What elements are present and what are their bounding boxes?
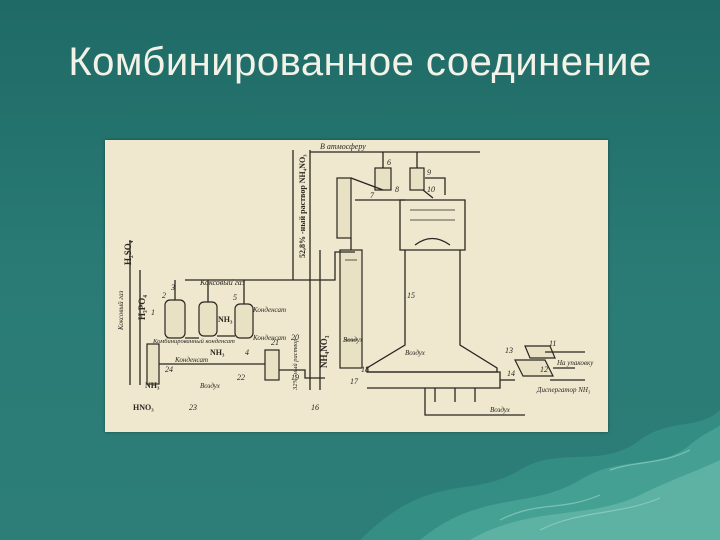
process-flow-diagram: В атмосферу 52,8% -ный раствор NH₄NO₃ H₂… — [105, 140, 608, 432]
label-h2so4: H₂SO₄ — [123, 240, 133, 265]
equipment-number: 10 — [427, 185, 435, 194]
neutralizers — [129, 150, 355, 390]
label-condensate-2: Конденсат — [252, 334, 286, 342]
label-nh3-left: NH₃ — [145, 381, 160, 390]
label-condensate-1: Конденсат — [252, 306, 286, 314]
label-nitrate-solution: 52,8% -ный раствор NH₄NO₃ — [298, 154, 307, 258]
equipment-number: 1 — [151, 308, 155, 317]
equipment-number: 24 — [165, 365, 173, 374]
equipment-number: 19 — [291, 373, 299, 382]
label-air-bottom: Воздух — [490, 406, 511, 414]
prilling-tower — [366, 199, 498, 373]
equipment-number: 12 — [540, 365, 548, 374]
label-coke-gas-top: Коксовый газ — [199, 278, 245, 287]
equipment-number: 9 — [427, 168, 431, 177]
equipment-number: 14 — [507, 369, 515, 378]
equipment-number: 11 — [549, 339, 556, 348]
label-nh3-low: NH₃ — [210, 348, 225, 357]
label-condensate-3: Конденсат — [174, 356, 208, 364]
label-nh3-mid: NH₃ — [218, 315, 233, 324]
equipment-number: 6 — [387, 158, 391, 167]
label-combined-condensate: Комбинированный конденсат — [152, 338, 235, 345]
equipment-number: 18 — [361, 365, 369, 374]
equipment-number: 3 — [170, 283, 175, 292]
equipment-number: 4 — [245, 348, 249, 357]
equipment-number: 16 — [311, 403, 319, 412]
equipment-number: 17 — [350, 377, 359, 386]
label-nh4no3: NH₄NO₃ — [319, 335, 329, 368]
equipment-number: 13 — [505, 346, 513, 355]
label-air-column: Воздух — [343, 336, 364, 344]
label-coke-gas-left: Коксовый газ — [117, 290, 125, 331]
equipment-number: 5 — [233, 293, 237, 302]
conveyor-section — [367, 345, 585, 416]
equipment-number: 22 — [237, 373, 245, 382]
equipment-number: 20 — [291, 333, 299, 342]
evaporator-column — [336, 177, 363, 369]
label-air-right: Воздух — [405, 349, 426, 357]
label-solution: 32% -ный раствор — [292, 338, 299, 391]
equipment-number: 7 — [370, 191, 375, 200]
label-hno3: HNO₃ — [133, 403, 154, 412]
slide-title: Комбинированное соединение — [68, 40, 652, 84]
label-to-atmosphere: В атмосферу — [320, 142, 366, 151]
label-h3po4: H₃PO₄ — [137, 295, 147, 320]
equipment-number: 23 — [189, 403, 197, 412]
equipment-number: 15 — [407, 291, 415, 300]
label-to-packaging: На упаковку — [556, 359, 594, 367]
equipment-number: 2 — [162, 291, 166, 300]
equipment-number: 8 — [395, 185, 399, 194]
label-air-left: Воздух — [200, 382, 221, 390]
label-dispersant: Диспергатор NH₃ — [536, 386, 591, 394]
top-separators — [310, 151, 480, 201]
equipment-number: 21 — [271, 338, 279, 347]
